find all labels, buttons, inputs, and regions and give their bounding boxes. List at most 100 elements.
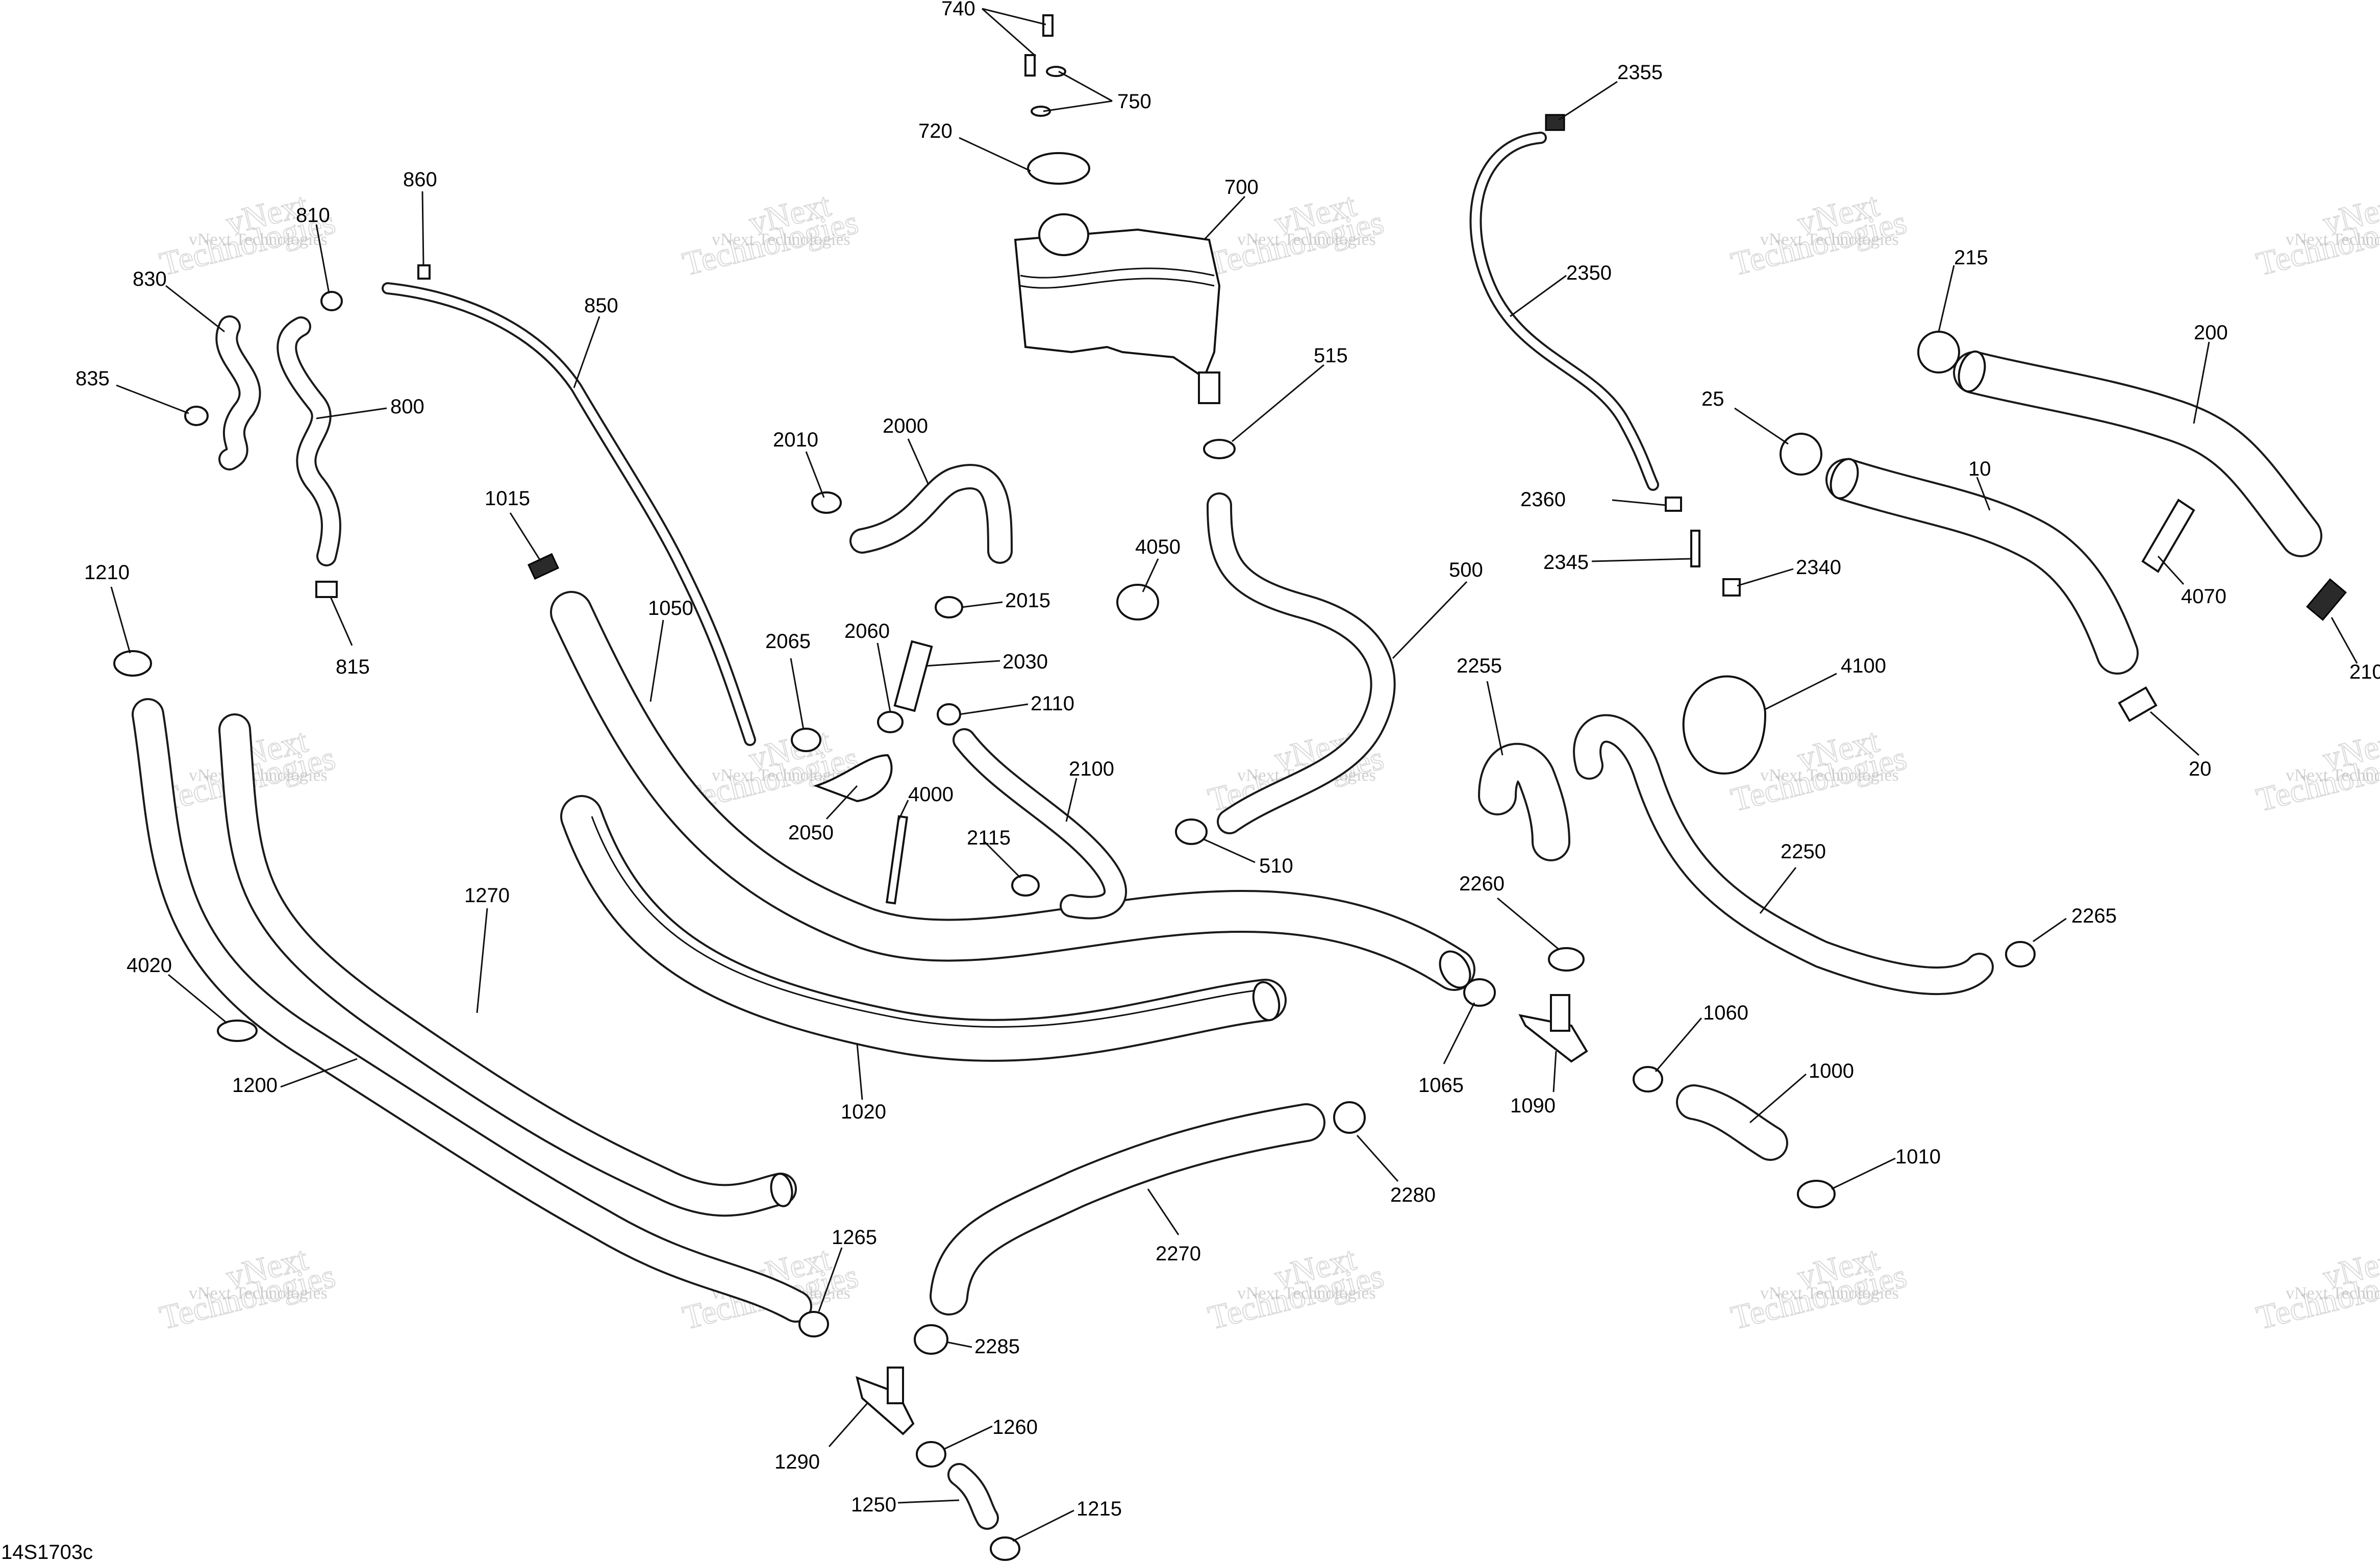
svg-text:vNext Technologies: vNext Technologies (189, 230, 328, 249)
svg-text:2110: 2110 (1031, 692, 1074, 715)
fitting-4000 (885, 815, 909, 905)
clamp-2065 (791, 728, 821, 752)
callout-4100: 4100 (1765, 655, 1886, 710)
svg-text:vNext Technologies: vNext Technologies (1760, 1284, 1899, 1303)
callout-2265: 2265 (2033, 905, 2117, 942)
screw-740b (1042, 14, 1054, 37)
callout-2050: 2050 (788, 785, 858, 844)
fitting-815 (315, 581, 338, 598)
callout-1050: 1050 (648, 597, 693, 702)
clamp-1210 (113, 650, 152, 677)
callout-750: 750 (1043, 70, 1151, 113)
svg-text:4100: 4100 (1841, 655, 1886, 677)
svg-text:2265: 2265 (2071, 905, 2117, 927)
callout-2260: 2260 (1459, 873, 1559, 950)
hose-2250 (1573, 714, 1994, 996)
fitting-2340 (1722, 578, 1741, 597)
callout-4000: 4000 (897, 783, 954, 822)
svg-text:2100: 2100 (1069, 758, 1114, 780)
svg-text:2050: 2050 (788, 822, 834, 844)
callout-4070: 4070 (2157, 555, 2226, 608)
callout-2115: 2115 (967, 827, 1021, 879)
svg-text:vNext Technologies: vNext Technologies (189, 766, 328, 785)
bracket-4070 (2141, 499, 2195, 573)
svg-text:1265: 1265 (832, 1226, 877, 1249)
fitting-20 (2118, 686, 2158, 723)
washer-750a (1046, 66, 1066, 77)
svg-text:800: 800 (390, 395, 424, 418)
svg-text:2260: 2260 (1459, 873, 1505, 895)
callout-1270: 1270 (464, 884, 510, 1013)
hose-2270 (930, 1103, 1325, 1315)
svg-text:vNext Technologies: vNext Technologies (1760, 766, 1899, 785)
clamp-1265 (798, 1311, 829, 1337)
hoses (132, 132, 2322, 1530)
callout-1090: 1090 (1510, 1051, 1557, 1117)
hose-1020 (560, 795, 1287, 1062)
callout-815: 815 (330, 597, 370, 678)
clamp-2010 (811, 491, 842, 514)
hose-2100 (953, 728, 1127, 920)
hose-10 (1825, 458, 2139, 675)
callout-2340: 2340 (1737, 556, 1841, 587)
reservoir-cap (1027, 152, 1090, 185)
clamp-2280 (1333, 1101, 1366, 1134)
svg-text:2270: 2270 (1156, 1243, 1201, 1265)
callout-4050: 4050 (1135, 536, 1181, 592)
svg-text:vNext Technologies: vNext Technologies (2286, 766, 2380, 785)
hose-500 (1207, 492, 1396, 834)
fitting-1015 (528, 553, 559, 580)
svg-text:740: 740 (941, 0, 975, 20)
svg-text:1215: 1215 (1076, 1498, 1122, 1520)
callout-25: 25 (1701, 388, 1789, 445)
callout-2280: 2280 (1356, 1135, 1436, 1206)
hose-2000 (849, 464, 1013, 564)
svg-text:1020: 1020 (841, 1101, 886, 1123)
clamp-1060 (1633, 1066, 1663, 1093)
svg-text:vNext Technologies: vNext Technologies (189, 1284, 328, 1303)
callout-800: 800 (316, 395, 424, 419)
hose-830 (215, 315, 261, 470)
fitting-2030 (893, 640, 933, 712)
svg-text:500: 500 (1449, 559, 1483, 581)
svg-text:vNext Technologies: vNext Technologies (2286, 230, 2380, 249)
fitting-2050 (813, 754, 893, 803)
callout-2270: 2270 (1147, 1188, 1201, 1265)
clamp-25 (1780, 433, 1822, 476)
callout-1065: 1065 (1418, 1002, 1475, 1097)
hose-2350 (1469, 132, 1659, 491)
fitting-860 (417, 264, 431, 280)
svg-text:4050: 4050 (1135, 536, 1181, 558)
svg-text:850: 850 (584, 294, 618, 317)
callout-1010: 1010 (1831, 1146, 1941, 1190)
svg-text:vNext Technologies: vNext Technologies (1760, 230, 1899, 249)
callout-1210: 1210 (84, 561, 131, 654)
watermark: vNext Technologies vNext Technologies (2252, 186, 2380, 284)
watermark: vNext Technologies vNext Technologies (1727, 1239, 1911, 1337)
callout-2000: 2000 (883, 415, 930, 485)
svg-text:860: 860 (403, 168, 437, 191)
hose-1000 (1676, 1084, 1788, 1161)
fitting-2360 (1665, 496, 1682, 512)
callout-1260: 1260 (943, 1416, 1038, 1450)
callout-2255: 2255 (1457, 655, 1504, 756)
svg-text:2250: 2250 (1781, 840, 1826, 863)
watermark: vNext Technologies vNext Technologies (1204, 186, 1388, 284)
svg-text:2065: 2065 (765, 630, 811, 653)
svg-text:vNext Technologies: vNext Technologies (1237, 230, 1376, 249)
svg-text:2000: 2000 (883, 415, 928, 437)
clamp-1260 (916, 1441, 946, 1468)
svg-text:2345: 2345 (1543, 551, 1589, 574)
hose-2255 (1478, 742, 1570, 861)
watermark: vNext Technologies vNext Technologies (156, 186, 339, 284)
callout-4020: 4020 (127, 954, 228, 1024)
svg-text:835: 835 (76, 367, 110, 390)
svg-text:25: 25 (1701, 388, 1724, 410)
callout-700: 700 (1203, 176, 1259, 241)
clamp-4020 (217, 1020, 258, 1042)
svg-text:200: 200 (2194, 321, 2228, 344)
svg-text:10: 10 (1968, 458, 1991, 480)
callout-830: 830 (133, 268, 225, 333)
svg-text:1270: 1270 (464, 884, 510, 907)
svg-text:20: 20 (2189, 758, 2212, 780)
